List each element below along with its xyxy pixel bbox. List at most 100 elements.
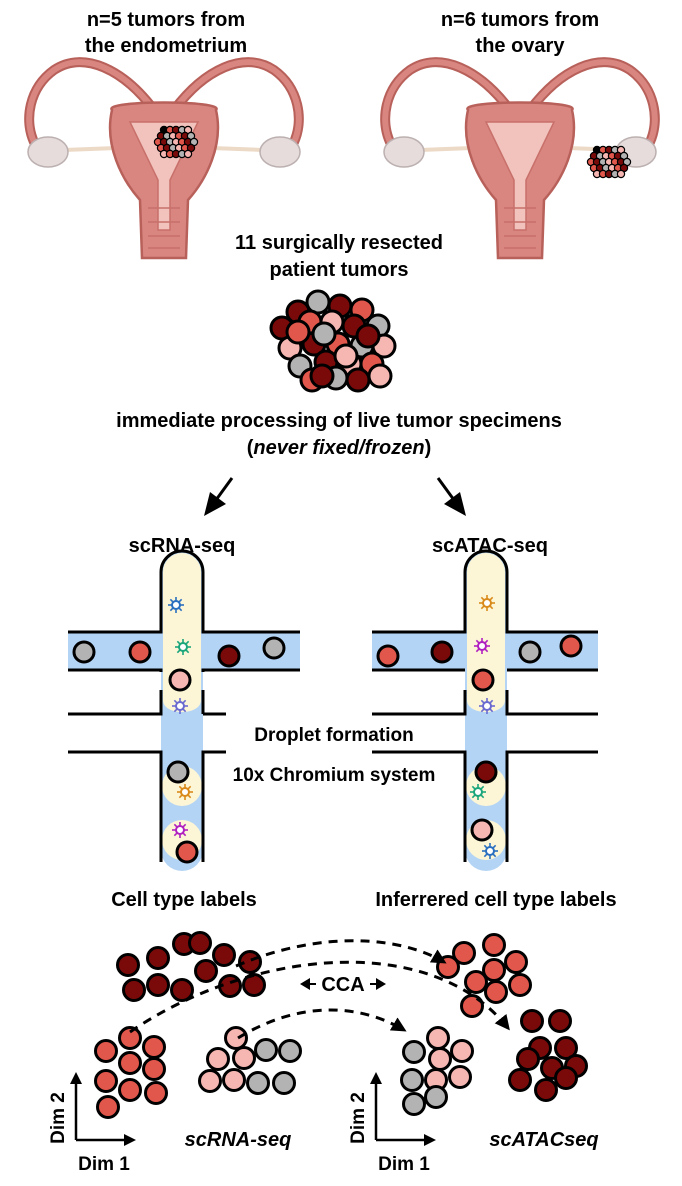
- axes-right: Dim 1 Dim 2: [348, 1072, 436, 1175]
- scatac-plot-label: scATACseq: [489, 1129, 598, 1151]
- channel-cell: [175, 840, 199, 864]
- channel-cell: [262, 636, 286, 660]
- cluster-cell: [94, 1069, 118, 1093]
- cluster-cell: [460, 994, 484, 1018]
- cca-label: CCA: [321, 974, 364, 996]
- cluster-cell: [222, 1068, 246, 1092]
- cluster-cell: [118, 1078, 142, 1102]
- tumor-cell: [345, 367, 371, 393]
- nucleus-icon: [479, 595, 495, 611]
- channel-cell: [518, 640, 542, 664]
- cluster-cell: [142, 1035, 166, 1059]
- processing-line1: immediate processing of live tumor speci…: [116, 410, 562, 432]
- cluster-cell: [554, 1036, 578, 1060]
- cluster-cell: [118, 1026, 142, 1050]
- channel-cell: [430, 640, 454, 664]
- cluster-cell: [142, 1057, 166, 1081]
- nucleus-icon: [175, 639, 191, 655]
- channel-cell: [471, 668, 495, 692]
- dim2-label-left: Dim 2: [48, 1092, 69, 1144]
- cluster-cell: [428, 1047, 452, 1071]
- down-arrow-left-icon: [204, 477, 234, 516]
- cluster-cell: [508, 1068, 532, 1092]
- dashed-arrow-icons: [129, 939, 510, 1040]
- cca-label-group: CCA: [300, 974, 386, 996]
- cluster-cell: [212, 943, 236, 967]
- channel-cell: [166, 760, 190, 784]
- center-line2: patient tumors: [270, 259, 409, 281]
- tumor-cell: [355, 323, 381, 349]
- endometrium-uterus-icon: [28, 62, 300, 258]
- axes-left: Dim 1 Dim 2: [48, 1072, 136, 1175]
- cluster-cell: [424, 1085, 448, 1109]
- dim2-label-right: Dim 2: [348, 1092, 369, 1144]
- inferred-cell-type-labels: Inferrered cell type labels: [375, 889, 616, 911]
- channel-cell: [376, 644, 400, 668]
- channel-cells: [72, 595, 583, 864]
- nucleus-icon: [479, 698, 495, 714]
- cluster-cells: [94, 931, 588, 1119]
- cluster-cell: [400, 1068, 424, 1092]
- cluster-cell: [122, 978, 146, 1002]
- tumor-cell: [309, 363, 335, 389]
- center-line1: 11 surgically resected: [235, 232, 443, 254]
- cluster-cell: [272, 1071, 296, 1095]
- cluster-cell: [554, 1066, 578, 1090]
- method-scatac-label: scATAC-seq: [432, 535, 548, 557]
- cluster-cell: [548, 1009, 572, 1033]
- nucleus-icon: [474, 638, 490, 654]
- cluster-cell: [224, 1026, 248, 1050]
- tumor-cell: [333, 343, 359, 369]
- channel-cell: [474, 760, 498, 784]
- cluster-cell: [170, 978, 194, 1002]
- mini-tumor-cell: [183, 149, 193, 159]
- channel-cell: [217, 644, 241, 668]
- cluster-cell: [520, 1009, 544, 1033]
- ovary-uterus-icon: [384, 62, 656, 258]
- cluster-cell: [534, 1078, 558, 1102]
- right-header-line1: n=6 tumors from: [441, 9, 599, 31]
- chromium-system-label: 10x Chromium system: [233, 765, 436, 786]
- cluster-cell: [144, 1081, 168, 1105]
- cluster-cell: [464, 970, 488, 994]
- droplet-label-bg: [226, 716, 462, 750]
- cluster-cell: [484, 980, 508, 1004]
- tumor-cell: [311, 321, 337, 347]
- cluster-cell: [402, 1092, 426, 1116]
- ovarian-tumor-icon: [586, 145, 632, 179]
- cluster-cell: [198, 1069, 222, 1093]
- scrna-plot-label: scRNA-seq: [185, 1129, 292, 1151]
- cluster-cell: [194, 959, 218, 983]
- cluster-cell: [516, 1047, 540, 1071]
- channel-cell: [72, 640, 96, 664]
- cluster-cell: [232, 1046, 256, 1070]
- channel-cell: [559, 634, 583, 658]
- channel-cell: [168, 668, 192, 692]
- nucleus-icon: [470, 784, 486, 800]
- cluster-cell: [146, 946, 170, 970]
- cluster-cell: [96, 1095, 120, 1119]
- cluster-cell: [206, 1047, 230, 1071]
- cluster-cell: [482, 933, 506, 957]
- tumor-aggregate-icon: [269, 289, 397, 393]
- nucleus-icon: [172, 698, 188, 714]
- cluster-cell: [188, 931, 212, 955]
- channel-cell: [470, 818, 494, 842]
- endometrial-tumor-icon: [153, 125, 199, 159]
- microfluidic-chip-left: [68, 549, 300, 871]
- cluster-cell: [118, 1051, 142, 1075]
- tumor-cell: [367, 363, 393, 389]
- cluster-cell: [242, 973, 266, 997]
- left-header-line2: the endometrium: [85, 35, 247, 57]
- microfluidic-chip-right: [372, 549, 598, 871]
- cluster-cell: [246, 1071, 270, 1095]
- down-arrow-right-icon: [436, 477, 466, 516]
- cluster-cell: [508, 973, 532, 997]
- cluster-cell: [146, 973, 170, 997]
- tumor-cell: [285, 319, 311, 345]
- cluster-cell: [448, 1065, 472, 1089]
- left-header-line1: n=5 tumors from: [87, 9, 245, 31]
- dim1-label-right: Dim 1: [378, 1154, 430, 1175]
- nucleus-icon: [482, 843, 498, 859]
